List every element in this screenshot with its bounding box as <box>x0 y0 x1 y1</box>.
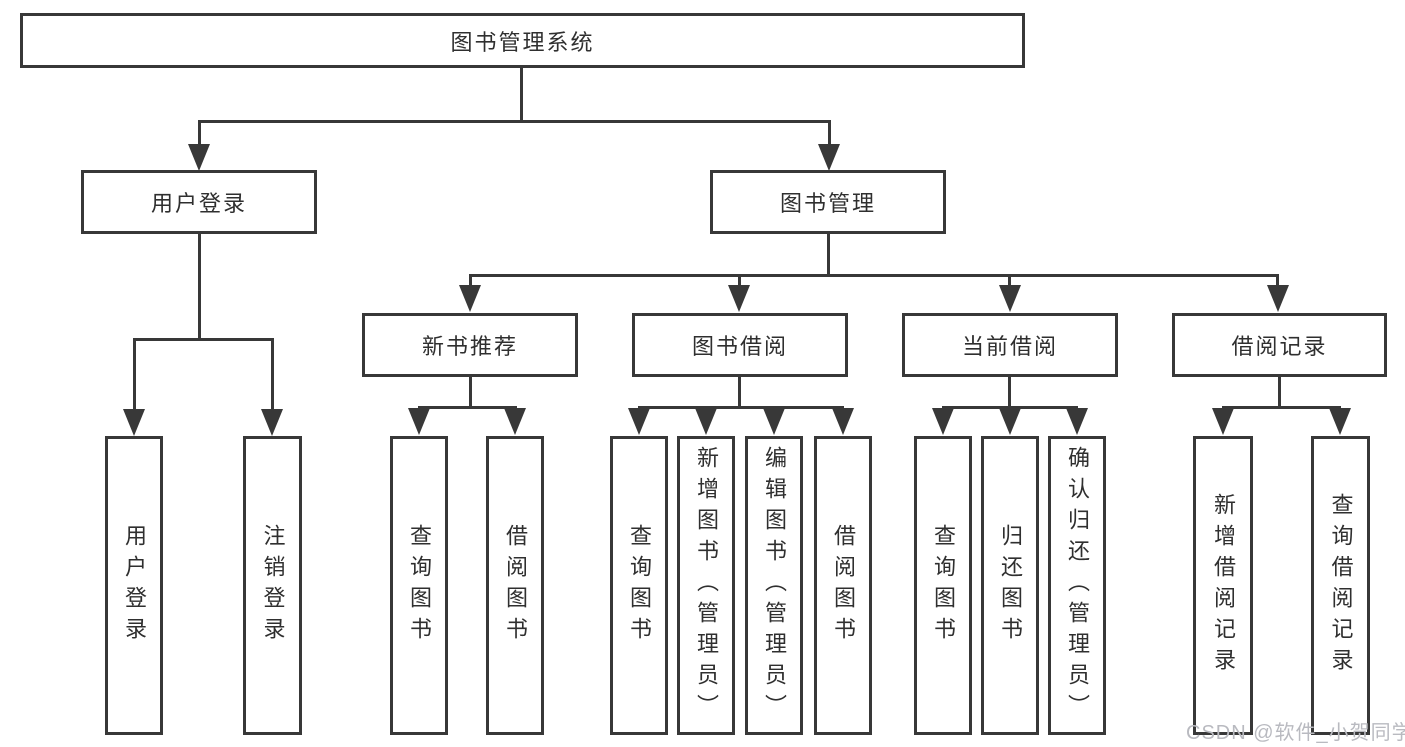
connector-current-borrow-stem <box>1008 377 1011 406</box>
leaf-br-query-record: 查询借阅记录 <box>1311 436 1370 735</box>
arrowhead-nb-query <box>408 408 430 435</box>
connector-borrow-records-rail <box>1222 406 1341 409</box>
leaf-bb-borrow-books-label: 借阅图书 <box>831 523 856 648</box>
leaf-bb-add-books-admin: 新增图书（管理员） <box>677 436 735 735</box>
connector-user-login-drop-2 <box>271 338 274 410</box>
leaf-cb-return-books: 归还图书 <box>981 436 1039 735</box>
leaf-bb-edit-books-admin-label: 编辑图书（管理员） <box>762 446 787 725</box>
leaf-user-login: 用户登录 <box>105 436 163 735</box>
connector-book-mgmt-drop-4 <box>1276 274 1279 286</box>
leaf-user-login-label: 用户登录 <box>122 523 147 648</box>
connector-borrow-records-stem <box>1278 377 1281 406</box>
leaf-br-add-record-label: 新增借阅记录 <box>1211 492 1236 679</box>
leaf-cb-query-books-label: 查询图书 <box>931 523 956 648</box>
arrowhead-book-mgmt <box>818 144 840 171</box>
node-user-login-label: 用户登录 <box>150 191 247 216</box>
leaf-nb-query-books-label: 查询图书 <box>407 523 432 648</box>
connector-book-mgmt-rail <box>469 274 1279 277</box>
leaf-cb-confirm-return-admin-label: 确认归还（管理员） <box>1065 446 1090 725</box>
arrowhead-bb-query <box>628 408 650 435</box>
leaf-nb-borrow-books: 借阅图书 <box>486 436 544 735</box>
leaf-logout: 注销登录 <box>243 436 302 735</box>
connector-root-right-drop <box>828 120 831 146</box>
arrowhead-user-login <box>188 144 210 171</box>
arrowhead-br-add <box>1212 408 1234 435</box>
arrowhead-bb-add <box>695 408 717 435</box>
leaf-bb-query-books-label: 查询图书 <box>627 523 652 648</box>
connector-book-borrow-stem <box>738 377 741 406</box>
connector-user-login-rail <box>133 338 274 341</box>
node-book-borrow: 图书借阅 <box>632 313 848 377</box>
arrowhead-current-borrow <box>999 285 1021 312</box>
connector-book-mgmt-drop-1 <box>469 274 472 286</box>
node-current-borrow-label: 当前借阅 <box>961 334 1058 359</box>
leaf-bb-add-books-admin-label: 新增图书（管理员） <box>694 446 719 725</box>
node-new-books-label: 新书推荐 <box>421 334 518 359</box>
arrowhead-cb-query <box>932 408 954 435</box>
node-book-mgmt: 图书管理 <box>710 170 946 234</box>
node-root-label: 图书管理系统 <box>450 29 595 55</box>
arrowhead-bb-edit <box>763 408 785 435</box>
arrowhead-nb-borrow <box>504 408 526 435</box>
node-current-borrow: 当前借阅 <box>902 313 1118 377</box>
connector-book-mgmt-drop-3 <box>1008 274 1011 286</box>
leaf-cb-query-books: 查询图书 <box>914 436 972 735</box>
leaf-bb-borrow-books: 借阅图书 <box>814 436 872 735</box>
arrowhead-leaf-logout <box>261 409 283 436</box>
leaf-nb-query-books: 查询图书 <box>390 436 448 735</box>
leaf-cb-confirm-return-admin: 确认归还（管理员） <box>1048 436 1106 735</box>
arrowhead-cb-confirm <box>1066 408 1088 435</box>
arrowhead-br-query <box>1329 408 1351 435</box>
connector-book-mgmt-drop-2 <box>738 274 741 286</box>
node-root: 图书管理系统 <box>20 13 1025 68</box>
connector-new-books-rail <box>418 406 517 409</box>
node-book-mgmt-label: 图书管理 <box>779 191 876 216</box>
connector-root-left-drop <box>198 120 201 146</box>
leaf-bb-query-books: 查询图书 <box>610 436 668 735</box>
arrowhead-bb-borrow <box>832 408 854 435</box>
leaf-logout-label: 注销登录 <box>260 523 286 648</box>
node-borrow-records-label: 借阅记录 <box>1231 334 1328 359</box>
node-book-borrow-label: 图书借阅 <box>691 334 788 359</box>
node-new-books: 新书推荐 <box>362 313 578 377</box>
csdn-watermark: CSDN @软件_小贺同学 <box>1186 722 1405 744</box>
node-user-login: 用户登录 <box>81 170 317 234</box>
leaf-br-query-record-label: 查询借阅记录 <box>1328 492 1354 679</box>
connector-book-mgmt-stem <box>827 234 830 274</box>
arrowhead-cb-return <box>999 408 1021 435</box>
leaf-cb-return-books-label: 归还图书 <box>998 523 1023 648</box>
arrowhead-new-books <box>459 285 481 312</box>
connector-user-login-stem <box>198 234 201 338</box>
connector-root-rail <box>198 120 831 123</box>
leaf-br-add-record: 新增借阅记录 <box>1193 436 1253 735</box>
connector-new-books-stem <box>469 377 472 406</box>
connector-current-borrow-rail <box>942 406 1078 409</box>
connector-user-login-drop-1 <box>133 338 136 410</box>
leaf-nb-borrow-books-label: 借阅图书 <box>503 523 528 648</box>
arrowhead-book-borrow <box>728 285 750 312</box>
arrowhead-leaf-user-login <box>123 409 145 436</box>
arrowhead-borrow-records <box>1267 285 1289 312</box>
connector-book-borrow-rail <box>638 406 844 409</box>
leaf-bb-edit-books-admin: 编辑图书（管理员） <box>745 436 803 735</box>
connector-root-stem <box>520 68 523 120</box>
node-borrow-records: 借阅记录 <box>1172 313 1387 377</box>
